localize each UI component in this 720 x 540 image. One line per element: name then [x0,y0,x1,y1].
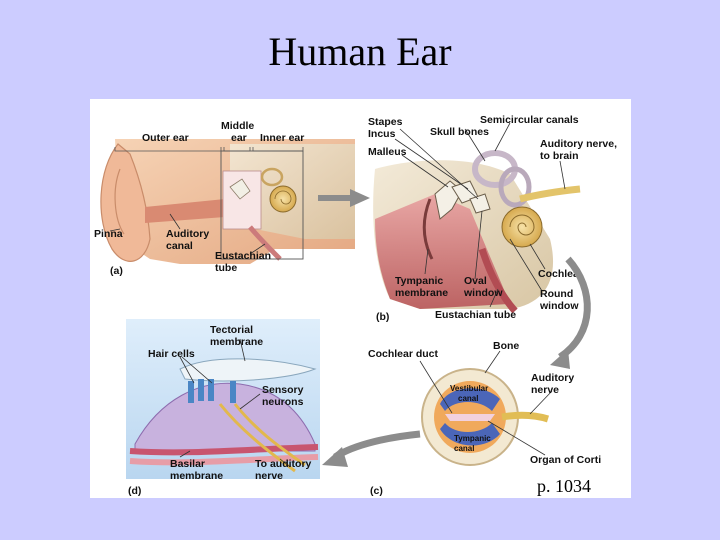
arrow-c-to-d-head [322,447,348,467]
label-tectorial-line2: membrane [210,336,263,348]
label-middle-ear-line1: Middle [221,120,254,132]
panel-b [373,122,581,314]
eustachian-tube-b-shape [478,247,518,314]
label-cochlear-duct: Cochlear duct [368,348,439,360]
label-oval-window-line2: window [463,287,503,299]
basilar-membrane-shape [129,444,319,456]
label-malleus: Malleus [368,146,407,158]
cochlea-small [269,185,297,213]
label-eustachian-a-line1: Eustachian [215,250,271,262]
cochlear-duct-shape [445,414,495,421]
label-stapes: Stapes [368,116,403,128]
label-middle-ear-line2: ear [231,132,247,144]
label-outer-ear: Outer ear [142,132,189,144]
label-eustachian-b: Eustachian tube [435,309,516,321]
label-auditory-nerve-c-line1: Auditory [531,372,574,384]
label-auditory-canal-line2: canal [166,240,193,252]
slide-title: Human Ear [268,29,452,74]
label-round-window-line1: Round [540,288,573,300]
label-tectorial-line1: Tectorial [210,324,253,336]
arrow-c-to-d [333,430,421,460]
page-reference: p. 1034 [537,476,591,496]
auditory-nerve-c-shape [501,411,550,423]
ear-anatomy-figure: Outer ear Middle ear Inner ear Pinna Aud… [90,99,631,498]
label-oval-window-line1: Oval [464,275,487,287]
label-inner-ear: Inner ear [260,132,304,144]
label-tympanic-membrane-line2: membrane [395,287,448,299]
label-hair-cells: Hair cells [148,348,195,360]
tectorial-membrane-shape [179,358,317,382]
auditory-nerve-shape [519,185,581,203]
label-round-window-line2: window [539,300,579,312]
label-semicircular-canals: Semicircular canals [480,114,579,126]
label-to-auditory-nerve-line2: nerve [255,470,283,482]
label-tympanic-canal-line1: Tympanic [454,434,491,443]
tympanic-canal-shape [440,423,500,446]
label-auditory-nerve-b-line1: Auditory nerve, [540,138,617,150]
label-pinna: Pinna [94,228,123,240]
label-basilar-line2: membrane [170,470,223,482]
middle-ear-tissue [375,194,510,309]
panel-tag-d: (d) [128,485,141,497]
label-organ-of-corti: Organ of Corti [530,454,601,466]
panel-tag-b: (b) [376,311,389,323]
label-vestibular-canal-line2: canal [458,394,478,403]
arrow-b-to-c [557,256,591,360]
semicircular-small [260,167,284,187]
stapes-shape [469,193,491,214]
label-auditory-canal-line1: Auditory [166,228,209,240]
label-tympanic-membrane-line1: Tympanic [395,275,443,287]
label-cochlea: Cochlea [538,268,579,280]
panel-c [419,350,553,466]
pinna-shape [100,143,151,262]
arrow-b-to-c-head [550,349,570,369]
label-skull-bones: Skull bones [430,126,489,138]
hair-cells-group [188,379,236,403]
eustachian-tube-shape [248,225,282,261]
vestibular-canal-shape [440,388,500,411]
sensory-neuron-shape [218,403,296,473]
label-basilar-line1: Basilar [170,458,205,470]
organ-of-corti-shape [134,382,316,452]
label-sensory-neurons-line1: Sensory [262,384,304,396]
label-bone: Bone [493,340,519,352]
label-vestibular-canal-line1: Vestibular [450,384,488,393]
panel-a [100,139,355,264]
panel-d [126,319,320,479]
tympanic-membrane-shape [422,198,434,260]
ear-diagram-svg: Outer ear Middle ear Inner ear Pinna Aud… [94,114,617,497]
label-auditory-nerve-c-line2: nerve [531,384,559,396]
label-tympanic-canal-line2: canal [454,444,474,453]
label-eustachian-a-line2: tube [215,262,237,274]
label-incus: Incus [368,128,396,140]
label-to-auditory-nerve-line1: To auditory [255,458,312,470]
label-sensory-neurons-line2: neurons [262,396,304,408]
arrow-a-to-b-head [350,189,370,207]
panel-tag-c: (c) [370,485,383,497]
ear-canal-shape [145,199,225,223]
cochlea-shape [501,206,543,248]
label-auditory-nerve-b-line2: to brain [540,150,579,162]
panel-tag-a: (a) [110,265,123,277]
